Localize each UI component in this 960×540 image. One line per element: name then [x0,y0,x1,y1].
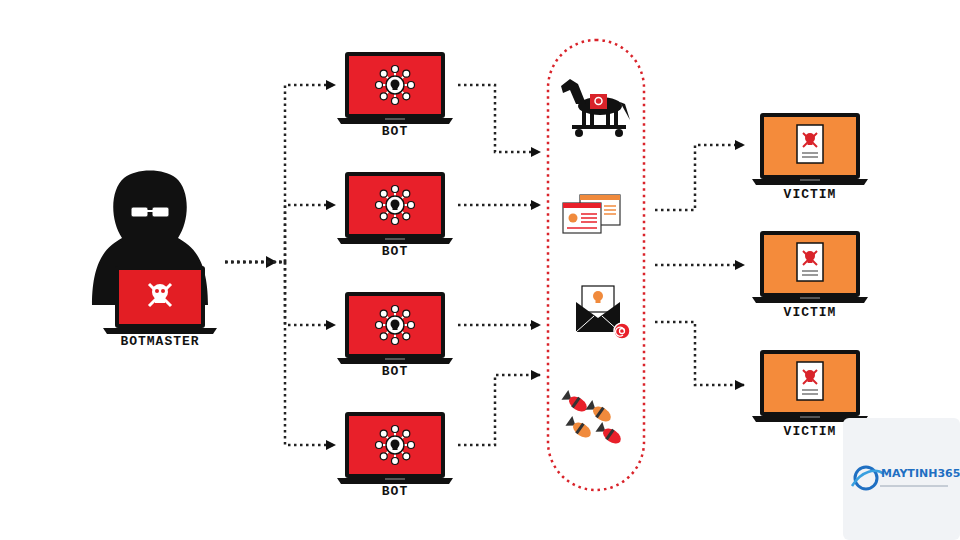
attack-group-outline [548,40,644,490]
attack-arrows [458,85,540,445]
victim-node: VICTIM [750,229,870,321]
bot-node: BOT [335,165,455,260]
trojan-horse-icon [561,79,630,137]
victim-node: VICTIM [750,111,870,203]
victim-laptops [752,113,868,422]
node-label: VICTIM [730,424,890,440]
node-label: VICTIM [730,305,890,321]
dotted-arrow [225,262,335,325]
spam-windows-icon [563,195,620,233]
arrow-head [266,256,277,268]
node-label: BOTMASTER [75,334,245,350]
bombs-icon [561,390,623,447]
watermark-text: MAYTINH365 [881,467,960,480]
dotted-arrow [225,85,335,262]
victim-node: VICTIM [750,348,870,440]
dotted-arrow [225,205,335,262]
bot-laptops [337,52,453,484]
node-label: BOT [315,364,475,380]
dotted-arrow [225,262,335,445]
victim-arrows [655,145,744,385]
node-label: BOT [315,244,475,260]
botmaster-node: BOTMASTER [95,165,225,350]
hacker-laptop [103,266,217,334]
bot-node: BOT [335,405,455,500]
phishing-email-icon [576,286,630,339]
watermark-panel [843,418,960,540]
node-label: BOT [315,124,475,140]
bot-node: BOT [335,285,455,380]
node-label: BOT [315,484,475,500]
bot-node: BOT [335,45,455,140]
node-label: VICTIM [730,187,890,203]
